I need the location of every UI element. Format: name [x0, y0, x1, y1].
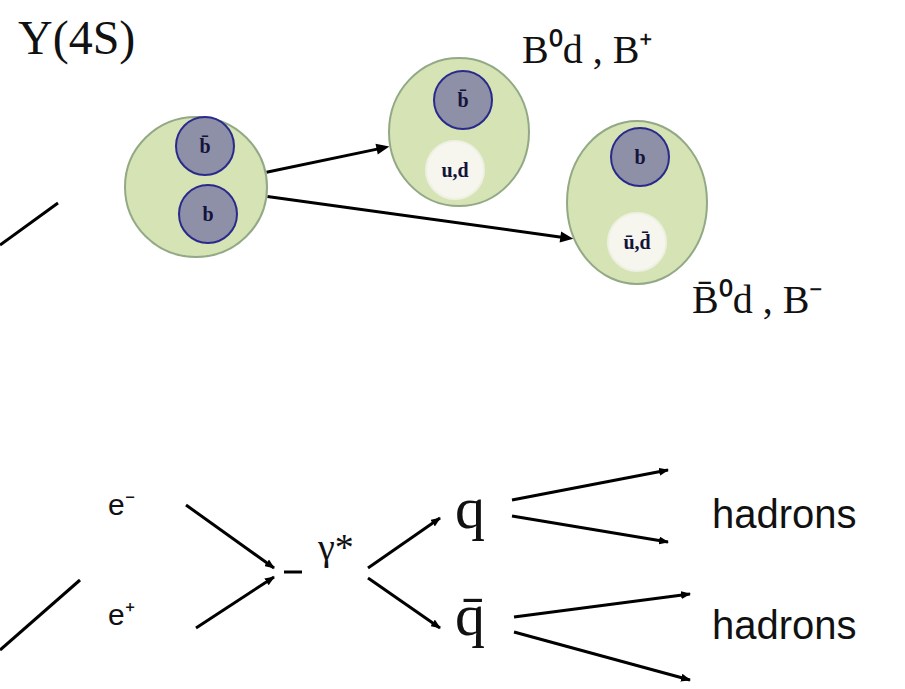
quark-symbol: b̄ [199, 136, 210, 156]
propagator-line [284, 571, 302, 574]
electron-label: e⁻ [108, 490, 135, 520]
hadrons-label: hadrons [712, 605, 857, 645]
quark-label: q [455, 478, 485, 538]
quark-arrow [368, 518, 440, 568]
photon-label: γ* [318, 528, 354, 566]
branch-line [0, 203, 58, 245]
antiquark-label: q̄ [455, 585, 485, 645]
hadrons-label: hadrons [712, 494, 857, 534]
arrow-head [376, 144, 390, 155]
quark-symbol: u,d [441, 160, 468, 180]
meson-name: Υ(4S) [18, 14, 135, 62]
light-quark-circle: u,d [425, 140, 485, 200]
decay-arrow [267, 196, 573, 242]
electron-arrow [186, 505, 274, 568]
decay-arrow [266, 144, 389, 172]
hadron-arrow [512, 516, 668, 542]
b-quark-circle: b̄ [175, 116, 235, 176]
meson-oval: B̄⁰d , B⁻bū,d̄ [566, 120, 708, 285]
quark-symbol: b [634, 147, 645, 167]
quark-symbol: b [202, 204, 213, 224]
arrow-line [266, 149, 379, 173]
hadron-arrow [514, 632, 690, 680]
meson-oval: Υ(4S)b̄b [124, 116, 268, 258]
hadron-arrow [514, 594, 690, 617]
hadron-arrow [512, 470, 668, 500]
positron-label: e⁺ [108, 600, 135, 630]
b-quark-circle: b [610, 127, 670, 187]
b-quark-circle: b [178, 184, 238, 244]
quark-symbol: b̄ [457, 90, 468, 110]
branch-line [0, 580, 80, 650]
arrow-line [267, 196, 563, 237]
positron-arrow [196, 577, 274, 628]
b-quark-circle: b̄ [433, 70, 493, 130]
meson-name: B⁰d , B⁺ [522, 30, 653, 70]
antiquark-arrow [368, 578, 440, 628]
meson-name: B̄⁰d , B⁻ [692, 280, 823, 320]
quark-symbol: ū,d̄ [623, 232, 650, 252]
light-quark-circle: ū,d̄ [607, 212, 667, 272]
meson-oval: B⁰d , B⁺b̄u,d [388, 57, 530, 207]
